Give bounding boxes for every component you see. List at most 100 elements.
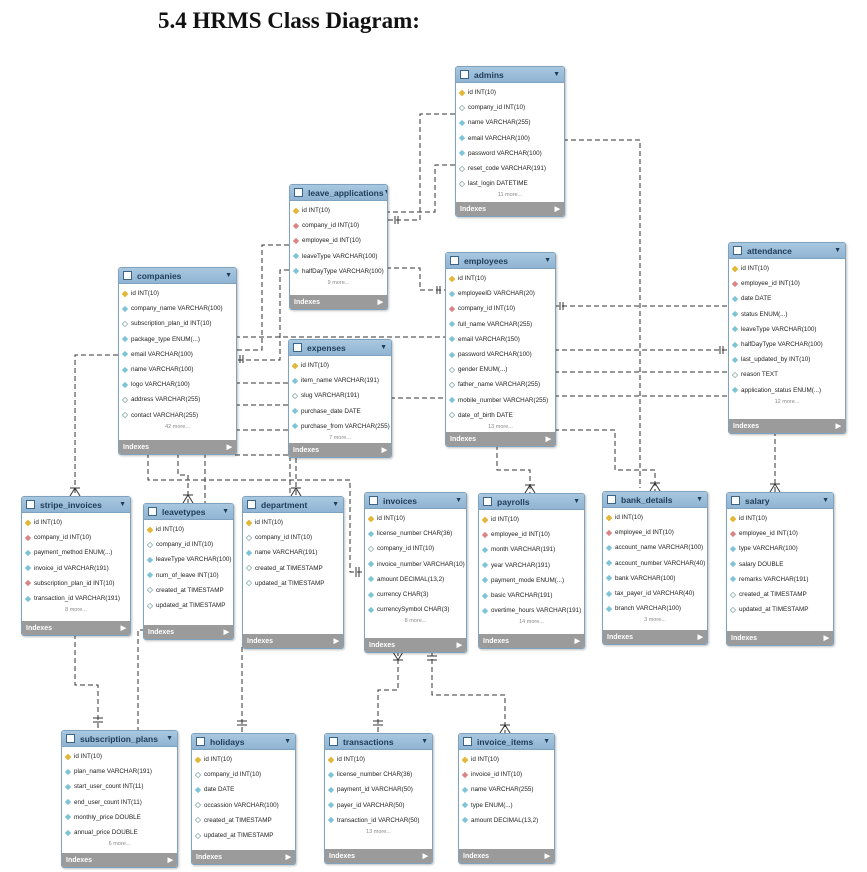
column-row[interactable]: payment_method ENUM(...) (22, 545, 130, 560)
column-row[interactable]: id INT(10) (243, 515, 343, 530)
column-row[interactable]: application_status ENUM(...) (729, 383, 845, 398)
column-row[interactable]: company_name VARCHAR(100) (119, 301, 236, 316)
table-invoices[interactable]: invoices▼id INT(10)license_number CHAR(3… (364, 492, 467, 653)
table-header[interactable]: stripe_invoices▼ (22, 497, 130, 513)
expand-arrow-icon[interactable]: ▶ (456, 642, 462, 649)
table-header[interactable]: companies▼ (119, 268, 236, 284)
column-row[interactable]: updated_at TIMESTAMP (192, 828, 295, 843)
table-header[interactable]: department▼ (243, 497, 343, 513)
column-row[interactable]: leaveType VARCHAR(100) (729, 322, 845, 337)
column-row[interactable]: email VARCHAR(100) (119, 347, 236, 362)
column-row[interactable]: id INT(10) (603, 510, 707, 525)
column-row[interactable]: license_number CHAR(36) (325, 767, 432, 782)
column-row[interactable]: company_id INT(10) (243, 530, 343, 545)
indexes-bar[interactable]: Indexes▶ (603, 630, 707, 644)
column-row[interactable]: annual_price DOUBLE (62, 825, 177, 840)
collapse-caret-icon[interactable]: ▼ (544, 257, 551, 264)
collapse-caret-icon[interactable]: ▼ (225, 272, 232, 279)
column-row[interactable]: name VARCHAR(255) (456, 115, 564, 130)
expand-arrow-icon[interactable]: ▶ (333, 638, 339, 645)
column-row[interactable]: father_name VARCHAR(255) (446, 377, 555, 392)
collapse-caret-icon[interactable]: ▼ (119, 501, 126, 508)
expand-arrow-icon[interactable]: ▶ (545, 436, 551, 443)
column-row[interactable]: id INT(10) (446, 271, 555, 286)
collapse-caret-icon[interactable]: ▼ (384, 189, 387, 196)
indexes-bar[interactable]: Indexes▶ (243, 634, 343, 648)
more-columns-label[interactable]: 6 more... (108, 841, 131, 848)
column-row[interactable]: plan_name VARCHAR(191) (62, 764, 177, 779)
collapse-caret-icon[interactable]: ▼ (332, 501, 339, 508)
table-stripe-invoices[interactable]: stripe_invoices▼id INT(10)company_id INT… (21, 496, 131, 636)
table-leave-applications[interactable]: leave_applications▼id INT(10)company_id … (289, 184, 388, 310)
collapse-caret-icon[interactable]: ▼ (822, 497, 829, 504)
column-row[interactable]: reason TEXT (729, 367, 845, 382)
indexes-bar[interactable]: Indexes▶ (729, 419, 845, 433)
table-invoice-items[interactable]: invoice_items▼id INT(10)invoice_id INT(1… (458, 733, 555, 864)
table-payrolls[interactable]: payrolls▼id INT(10)employee_id INT(10)mo… (478, 493, 585, 649)
table-header[interactable]: expenses▼ (289, 340, 391, 356)
column-row[interactable]: id INT(10) (456, 85, 564, 100)
indexes-bar[interactable]: Indexes▶ (325, 849, 432, 863)
column-row[interactable]: id INT(10) (192, 752, 295, 767)
more-columns-label[interactable]: 8 more... (404, 618, 427, 625)
column-row[interactable]: id INT(10) (365, 511, 466, 526)
indexes-bar[interactable]: Indexes▶ (456, 202, 564, 216)
column-row[interactable]: updated_at TIMESTAMP (144, 598, 233, 613)
expand-arrow-icon[interactable]: ▶ (381, 447, 387, 454)
more-columns-label[interactable]: 9 more... (327, 279, 350, 286)
column-row[interactable]: leaveType VARCHAR(100) (290, 249, 387, 264)
collapse-caret-icon[interactable]: ▼ (834, 247, 841, 254)
column-row[interactable]: id INT(10) (290, 203, 387, 218)
column-row[interactable]: amount DECIMAL(13,2) (459, 813, 554, 828)
table-header[interactable]: holidays▼ (192, 734, 295, 750)
column-row[interactable]: created_at TIMESTAMP (243, 561, 343, 576)
collapse-caret-icon[interactable]: ▼ (166, 735, 173, 742)
column-row[interactable]: created_at TIMESTAMP (144, 583, 233, 598)
expand-arrow-icon[interactable]: ▶ (167, 857, 173, 864)
column-row[interactable]: created_at TIMESTAMP (192, 813, 295, 828)
table-header[interactable]: bank_details▼ (603, 492, 707, 508)
collapse-caret-icon[interactable]: ▼ (543, 738, 550, 745)
collapse-caret-icon[interactable]: ▼ (421, 738, 428, 745)
column-row[interactable]: id INT(10) (144, 522, 233, 537)
column-row[interactable]: id INT(10) (729, 261, 845, 276)
column-row[interactable]: transaction_id VARCHAR(191) (22, 591, 130, 606)
table-attendance[interactable]: attendance▼id INT(10)employee_id INT(10)… (728, 242, 846, 434)
column-row[interactable]: payment_mode ENUM(...) (479, 573, 584, 588)
column-row[interactable]: item_name VARCHAR(191) (289, 373, 391, 388)
column-row[interactable]: purchase_date DATE (289, 404, 391, 419)
column-row[interactable]: branch VARCHAR(100) (603, 601, 707, 616)
column-row[interactable]: tax_payer_id VARCHAR(40) (603, 586, 707, 601)
column-row[interactable]: id INT(10) (119, 286, 236, 301)
column-row[interactable]: account_name VARCHAR(100) (603, 540, 707, 555)
table-employees[interactable]: employees▼id INT(10)employeeID VARCHAR(2… (445, 252, 556, 447)
expand-arrow-icon[interactable]: ▶ (544, 853, 550, 860)
indexes-bar[interactable]: Indexes▶ (459, 849, 554, 863)
collapse-caret-icon[interactable]: ▼ (455, 497, 462, 504)
expand-arrow-icon[interactable]: ▶ (823, 635, 829, 642)
column-row[interactable]: company_id INT(10) (22, 530, 130, 545)
column-row[interactable]: address VARCHAR(255) (119, 392, 236, 407)
expand-arrow-icon[interactable]: ▶ (120, 625, 126, 632)
collapse-caret-icon[interactable]: ▼ (222, 508, 229, 515)
column-row[interactable]: package_type ENUM(...) (119, 332, 236, 347)
indexes-bar[interactable]: Indexes▶ (119, 440, 236, 454)
column-row[interactable]: subscription_plan_id INT(10) (22, 576, 130, 591)
table-header[interactable]: attendance▼ (729, 243, 845, 259)
column-row[interactable]: num_of_leave INT(10) (144, 568, 233, 583)
column-row[interactable]: id INT(10) (727, 511, 833, 526)
table-department[interactable]: department▼id INT(10)company_id INT(10)n… (242, 496, 344, 649)
column-row[interactable]: company_id INT(10) (456, 100, 564, 115)
table-companies[interactable]: companies▼ id INT(10)company_name VARCHAR… (118, 267, 237, 455)
column-row[interactable]: date DATE (729, 291, 845, 306)
table-transactions[interactable]: transactions▼id INT(10)license_number CH… (324, 733, 433, 864)
column-row[interactable]: logo VARCHAR(100) (119, 377, 236, 392)
column-row[interactable]: updated_at TIMESTAMP (727, 602, 833, 617)
table-admins[interactable]: admins▼id INT(10)company_id INT(10)name … (455, 66, 565, 217)
column-row[interactable]: overtime_hours VARCHAR(191) (479, 603, 584, 618)
table-leavetypes[interactable]: leavetypes▼id INT(10)company_id INT(10)l… (143, 503, 234, 640)
column-row[interactable]: currency CHAR(3) (365, 587, 466, 602)
table-subscription-plans[interactable]: subscription_plans▼id INT(10)plan_name V… (61, 730, 178, 868)
collapse-caret-icon[interactable]: ▼ (380, 344, 387, 351)
column-row[interactable]: updated_at TIMESTAMP (243, 576, 343, 591)
